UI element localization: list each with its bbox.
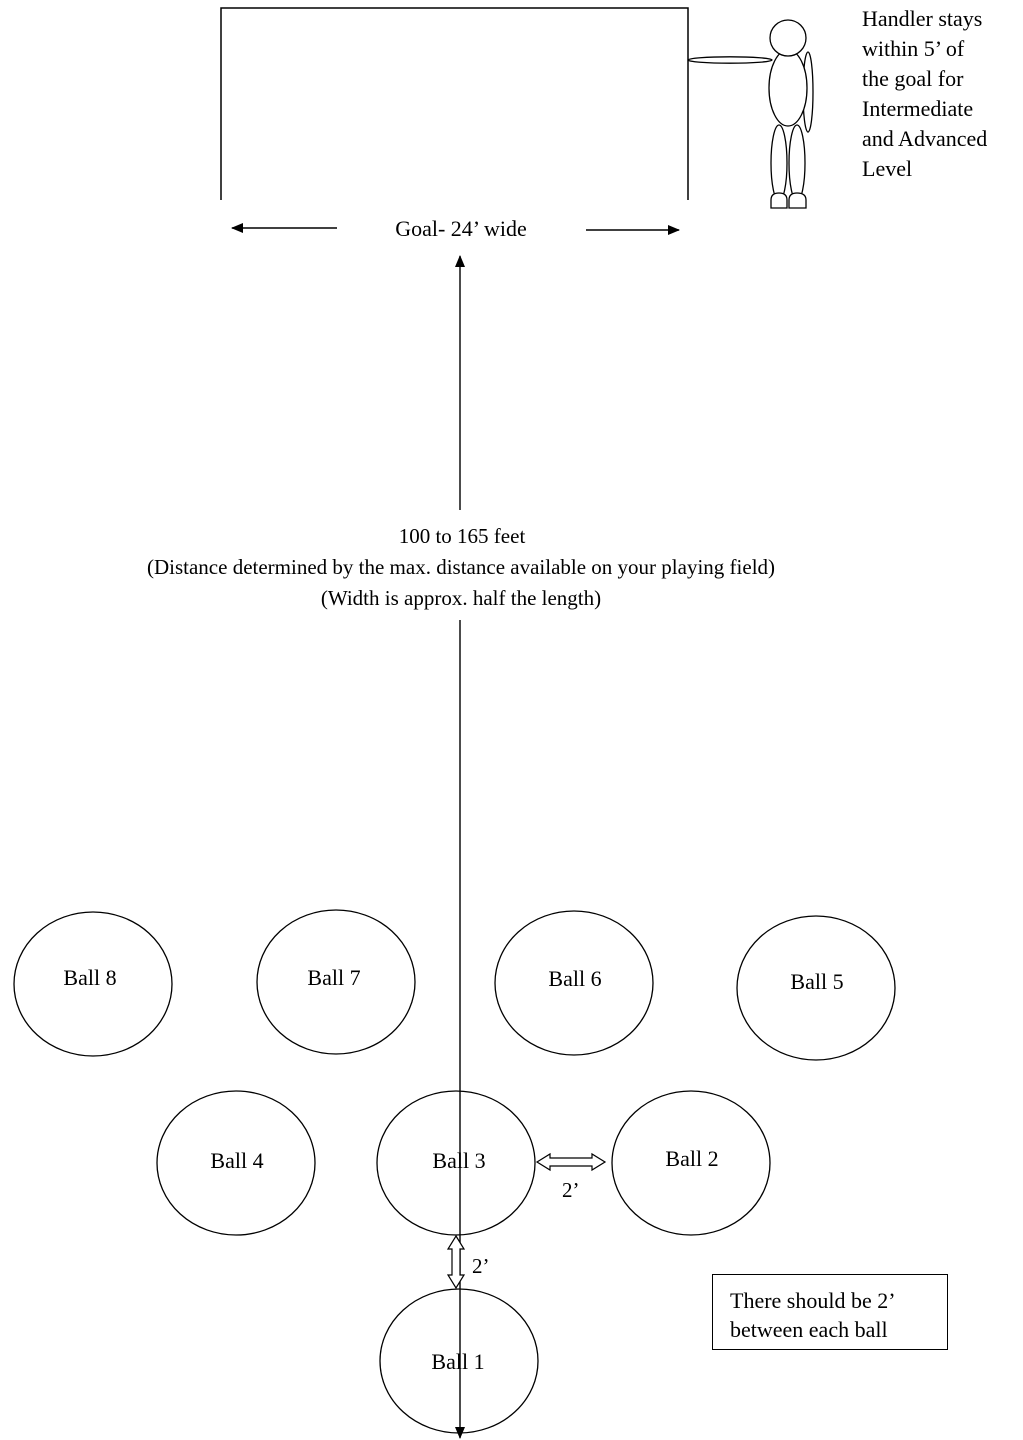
ball-label: Ball 7	[307, 965, 360, 990]
handler-note-line: Level	[862, 156, 912, 181]
ball-label: Ball 2	[665, 1146, 718, 1171]
ball-7	[256, 909, 416, 1055]
ball-5	[736, 915, 896, 1061]
handler-arm-reaching	[687, 56, 773, 64]
ball-8	[13, 911, 173, 1057]
handler-foot-right	[788, 192, 807, 209]
handler-leg-left	[770, 124, 788, 202]
handler-foot-left	[770, 192, 788, 209]
handler-head	[769, 19, 807, 57]
handler-figure	[687, 19, 814, 209]
ball-6	[494, 910, 654, 1056]
ball-2	[611, 1090, 771, 1236]
ball-label: Ball 1	[431, 1349, 484, 1374]
handler-body	[768, 49, 808, 127]
ball-label: Ball 5	[790, 969, 843, 994]
ball-4	[156, 1090, 316, 1236]
ball-label: Ball 6	[548, 966, 601, 991]
spacing-note-line: There should be 2’	[730, 1288, 896, 1313]
handler-note-line: Intermediate	[862, 96, 973, 121]
distance-note: (Distance determined by the max. distanc…	[147, 555, 775, 579]
spacing-note-box: There should be 2’ between each ball	[712, 1274, 948, 1350]
ball-1	[379, 1288, 539, 1434]
handler-note: Handler stays within 5’ of the goal for …	[862, 6, 993, 181]
spacing-arrow-vertical	[446, 1234, 466, 1290]
handler-note-line: within 5’ of	[862, 36, 965, 61]
ball-label: Ball 8	[63, 965, 116, 990]
spacing-note-line: between each ball	[730, 1317, 888, 1342]
goal-label: Goal- 24’ wide	[395, 216, 527, 241]
handler-leg-right	[788, 124, 806, 202]
goal-frame	[220, 7, 689, 200]
handler-note-line: Handler stays	[862, 6, 982, 31]
ball-label: Ball 3	[432, 1148, 485, 1173]
handler-note-line: and Advanced	[862, 126, 987, 151]
handler-note-line: the goal for	[862, 66, 964, 91]
width-note: (Width is approx. half the length)	[321, 586, 601, 610]
spacing-arrow-horizontal	[535, 1152, 607, 1172]
spacing-label-vertical: 2’	[472, 1254, 490, 1278]
spacing-label-horizontal: 2’	[562, 1178, 580, 1202]
distance-label: 100 to 165 feet	[399, 524, 526, 548]
ball-label: Ball 4	[210, 1148, 263, 1173]
